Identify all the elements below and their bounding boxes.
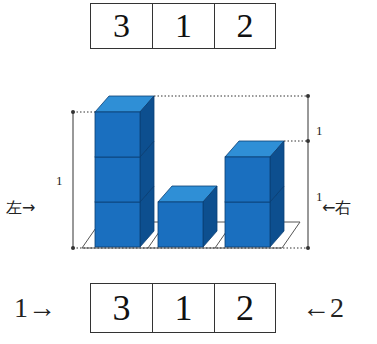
- dimension-label: 1: [316, 124, 323, 137]
- cell-number: 2: [236, 287, 254, 329]
- cube-front: [225, 202, 270, 247]
- cell-number: 2: [237, 7, 254, 45]
- dimension-label: 1: [56, 174, 63, 187]
- cube-side: [270, 141, 284, 202]
- side-label: 左→: [6, 200, 35, 216]
- dimension-lines: [73, 96, 308, 248]
- cell-number: 3: [113, 287, 131, 329]
- number-cell: 3: [90, 283, 153, 333]
- cell-number: 1: [175, 7, 192, 45]
- side-label: ←右: [322, 200, 351, 216]
- cube-side: [203, 186, 217, 247]
- cube-front: [95, 112, 140, 157]
- cube-front: [95, 157, 140, 202]
- cube-front: [158, 202, 203, 247]
- number-cell: 1: [152, 3, 215, 49]
- number-cell: 3: [90, 3, 153, 49]
- dimension-label: 1: [316, 190, 323, 203]
- number-cell: 1: [152, 283, 215, 333]
- cell-number: 3: [113, 7, 130, 45]
- dimension-dots: [71, 94, 310, 250]
- cube-front: [225, 157, 270, 202]
- cube-front: [95, 202, 140, 247]
- view-count: ←2: [302, 294, 344, 322]
- view-count: 1→: [14, 294, 56, 322]
- number-cell: 2: [214, 3, 276, 49]
- cell-number: 1: [175, 287, 193, 329]
- cube-side: [140, 96, 154, 157]
- number-cell: 2: [214, 283, 276, 333]
- cube-stacks: [95, 96, 284, 247]
